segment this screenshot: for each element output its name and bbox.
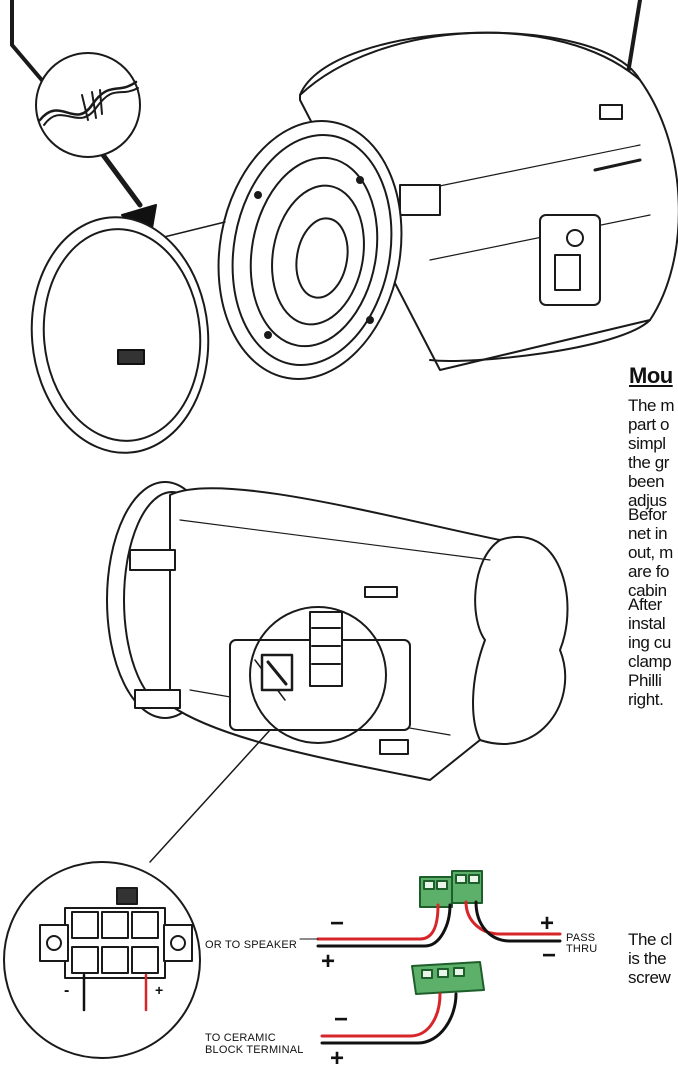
text-line: cabin [628, 581, 667, 600]
pass-thru-label-line1: PASS [566, 932, 596, 944]
text-line: Befor [628, 505, 667, 524]
paragraph-4: The cl is the screw [628, 930, 678, 987]
pluggable-connector-lower [411, 961, 485, 995]
wiring-diagram [299, 870, 562, 1045]
text-line: right. [628, 690, 664, 709]
pluggable-connector-upper [419, 870, 483, 908]
grille-disc [30, 216, 210, 454]
pass-thru-plus-sign: + [540, 910, 555, 937]
text-line: are fo [628, 562, 670, 581]
speaker-can-upper [159, 31, 678, 380]
speaker-label: OR TO SPEAKER [205, 939, 298, 951]
text-line: clamp [628, 652, 672, 671]
paragraph-2: Befor net in out, m are fo cabin [628, 505, 678, 600]
text-line: out, m [628, 543, 673, 562]
text-line: ing cu [628, 633, 671, 652]
ceramic-block-detail [3, 861, 201, 1059]
text-line: part o [628, 415, 670, 434]
pass-thru-label-line2: THRU [566, 943, 598, 955]
speaker-minus-sign: − [330, 910, 345, 937]
text-line: simpl [628, 434, 666, 453]
text-line: instal [628, 614, 666, 633]
ceramic-plus-sign: + [330, 1045, 345, 1072]
detail-leader-line [149, 729, 271, 863]
text-line: the gr [628, 453, 670, 472]
text-line: After [628, 595, 662, 614]
text-line: been [628, 472, 665, 491]
twisted-wire-zoom [35, 52, 141, 158]
text-line: is the [628, 949, 667, 968]
text-line: Philli [628, 671, 662, 690]
text-line: adjus [628, 491, 667, 510]
block-plus-sign: + [155, 982, 164, 998]
text-line: screw [628, 968, 671, 987]
terminal-magnifier-circle [249, 606, 387, 744]
ceramic-label-line1: TO CERAMIC [205, 1032, 276, 1044]
ceramic-label-line2: BLOCK TERMINAL [205, 1044, 304, 1056]
text-line: The cl [628, 930, 672, 949]
paragraph-3: After instal ing cu clamp Philli right. [628, 595, 678, 709]
pass-thru-minus-sign: − [542, 942, 557, 969]
block-minus-sign: - [64, 982, 70, 999]
speaker-can-lower [106, 481, 569, 781]
speaker-plus-sign: + [321, 948, 336, 975]
text-line: The m [628, 396, 675, 415]
paragraph-1: The m part o simpl the gr been adjus [628, 396, 678, 510]
text-line: net in [628, 524, 668, 543]
section-heading: Mou [629, 363, 673, 388]
ceramic-minus-sign: − [334, 1006, 349, 1033]
